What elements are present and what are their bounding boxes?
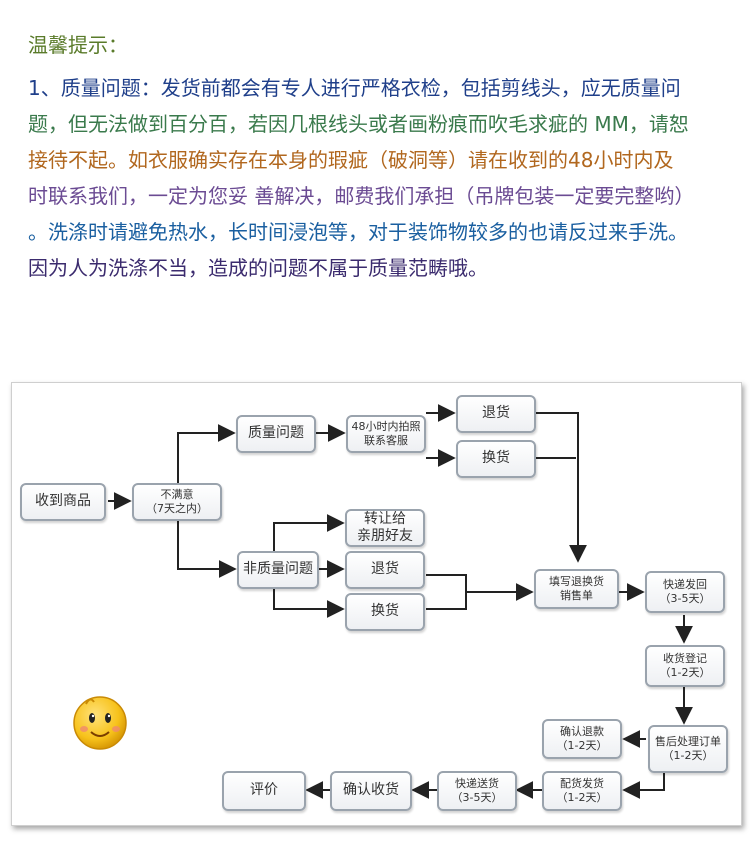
step-quality-issue: 质量问题 [236,415,316,453]
return-flow-diagram: 收到商品 不满意 （7天之内） 质量问题 48小时内拍照 联系客服 退货 换货 … [11,382,742,826]
step-fill-return-form: 填写退换货 销售单 [534,569,619,609]
notice-line: 接待不起。如衣服确实存在本身的瑕疵（破洞等）请在收到的48小时内及 [28,148,674,172]
step-photo-contact-service: 48小时内拍照 联系客服 [346,415,426,453]
notice-title: 温馨提示： [28,33,128,57]
notice-line: 题，但无法做到百分百，若因几根线头或者画粉痕而吹毛求疵的 MM，请恕 [28,112,689,136]
step-ship-goods: 配货发货 （1-2天） [542,771,622,811]
arrow [622,773,665,799]
connector-line [426,574,467,610]
notice-line: 1、质量问题：发货前都会有专人进行严格衣检，包括剪线头，应无质量问 [28,76,681,100]
step-after-sale-processing: 售后处理订单 （1-2天） [648,725,728,773]
smiley-face-icon [73,696,127,750]
arrow [536,412,587,563]
arrow [177,519,237,578]
arrow [177,424,236,483]
notice-section: 温馨提示： 1、质量问题：发货前都会有专人进行严格衣检，包括剪线头，应无质量问 … [28,28,743,286]
step-exchange-non-quality: 换货 [345,593,425,631]
step-exchange-quality: 换货 [456,440,536,478]
step-return-quality: 退货 [456,395,536,433]
step-return-non-quality: 退货 [345,551,425,589]
notice-line: 因为人为洗涤不当，造成的问题不属于质量范畴哦。 [28,256,488,280]
step-transfer-to-friends: 转让给 亲朋好友 [345,509,425,547]
step-receive-goods: 收到商品 [20,483,106,521]
notice-line: 。洗涤时请避免热水，长时间浸泡等，对于装饰物较多的也请反过来手洗。 [28,220,688,244]
step-express-return: 快递发回 （3-5天） [645,571,725,613]
step-non-quality-issue: 非质量问题 [237,551,319,589]
arrow [273,514,345,551]
notice-line: 时联系我们，一定为您妥 善解决，邮费我们承担（吊牌包装一定要完整哟） [28,184,695,208]
flow-connectors [108,404,693,799]
step-receive-register: 收货登记 （1-2天） [645,645,725,687]
step-unsatisfied: 不满意 （7天之内） [132,483,222,521]
step-review: 评价 [222,771,306,811]
arrow [273,587,345,618]
step-confirm-receipt: 确认收货 [330,771,412,811]
step-confirm-refund: 确认退款 （1-2天） [542,719,622,759]
step-express-deliver: 快递送货 （3-5天） [437,771,517,811]
